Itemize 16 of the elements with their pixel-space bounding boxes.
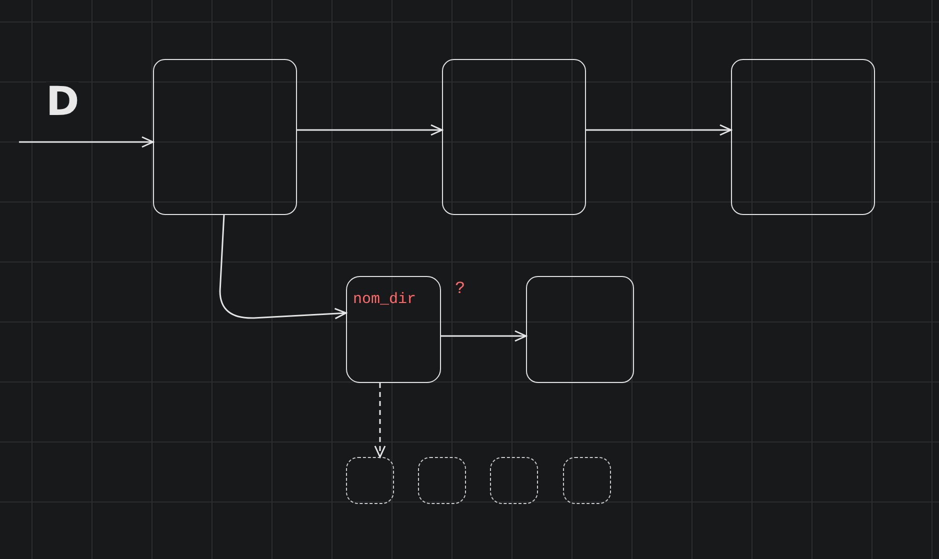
dashed-placeholder-box <box>490 457 538 504</box>
dashed-placeholder-box <box>418 457 466 504</box>
dashed-placeholder-box <box>563 457 611 504</box>
question-mark: ? <box>455 279 466 301</box>
process-box <box>442 59 586 215</box>
process-box <box>153 59 297 215</box>
arrow <box>374 383 386 458</box>
arrow <box>586 124 732 136</box>
dashed-placeholder-box <box>346 457 394 504</box>
arrow <box>297 124 443 136</box>
arrow <box>19 136 154 148</box>
arrow <box>441 330 527 342</box>
arrow <box>219 214 347 320</box>
process-box <box>526 276 634 383</box>
node-label: nom_dir <box>353 290 416 310</box>
process-box <box>731 59 875 215</box>
